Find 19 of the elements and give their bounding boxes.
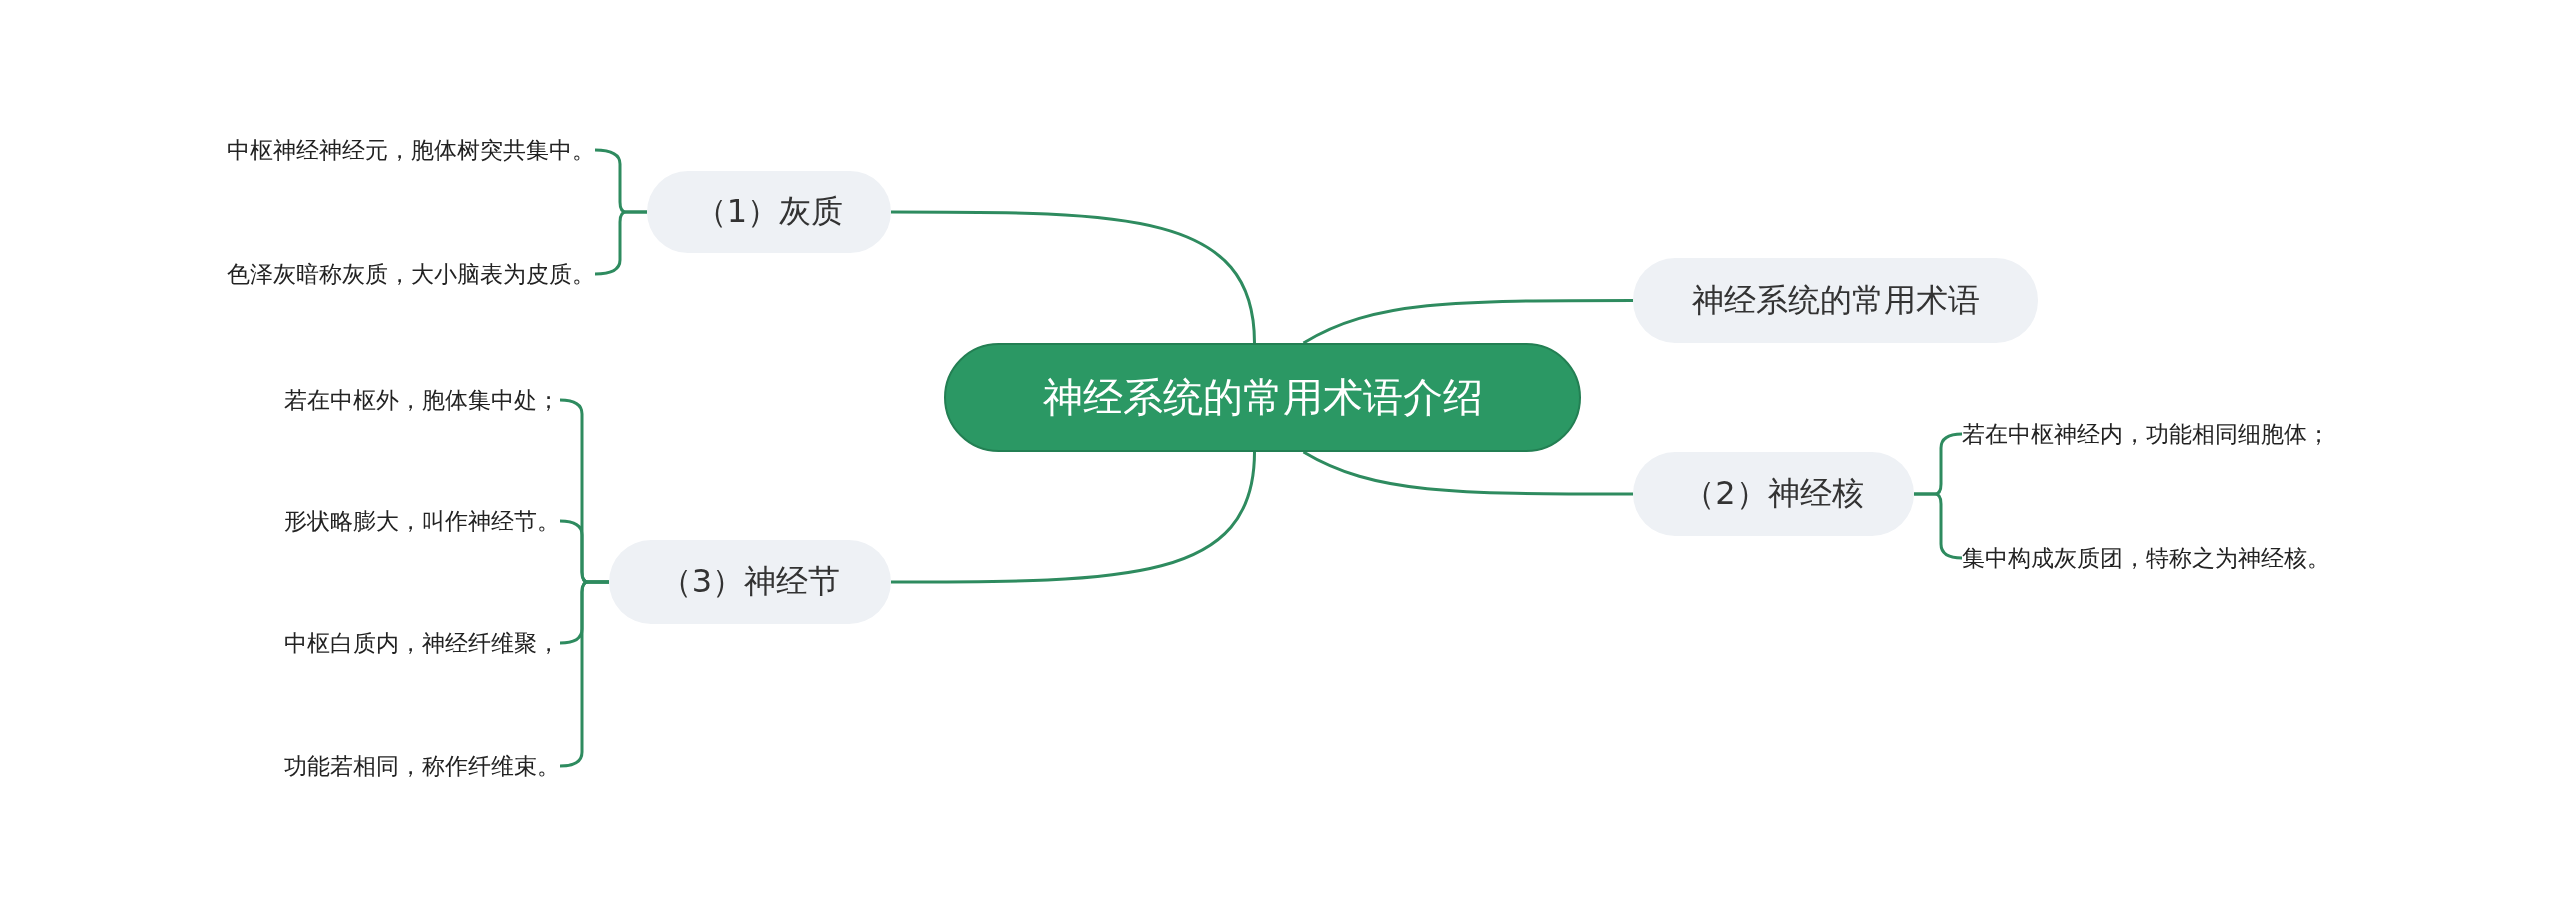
bracket-line	[594, 210, 647, 276]
topic-node: （2）神经核	[1633, 452, 1914, 536]
central-topic: 神经系统的常用术语介绍	[944, 343, 1581, 452]
leaf-text: 中枢神经神经元，胞体树突共集中。	[227, 130, 595, 170]
topic-node: （3）神经节	[609, 540, 891, 624]
leaf-text: 色泽灰暗称灰质，大小脑表为皮质。	[227, 254, 595, 294]
topic-node: 神经系统的常用术语	[1633, 258, 2038, 343]
branch-line	[1302, 450, 1633, 496]
bracket-line	[1914, 492, 1963, 560]
branch-line	[891, 451, 1256, 584]
leaf-text: 形状略膨大，叫作神经节。	[284, 501, 560, 541]
topic-node: （1）灰质	[647, 171, 891, 253]
leaf-text: 集中构成灰质团，特称之为神经核。	[1962, 538, 2330, 578]
leaf-text: 功能若相同，称作纤维束。	[284, 746, 560, 786]
leaf-text: 中枢白质内，神经纤维聚，	[284, 623, 560, 663]
leaf-text: 若在中枢外，胞体集中处；	[284, 380, 560, 420]
leaf-text: 若在中枢神经内，功能相同细胞体；	[1962, 414, 2330, 454]
branch-line	[891, 210, 1256, 344]
branch-line	[1302, 299, 1633, 345]
